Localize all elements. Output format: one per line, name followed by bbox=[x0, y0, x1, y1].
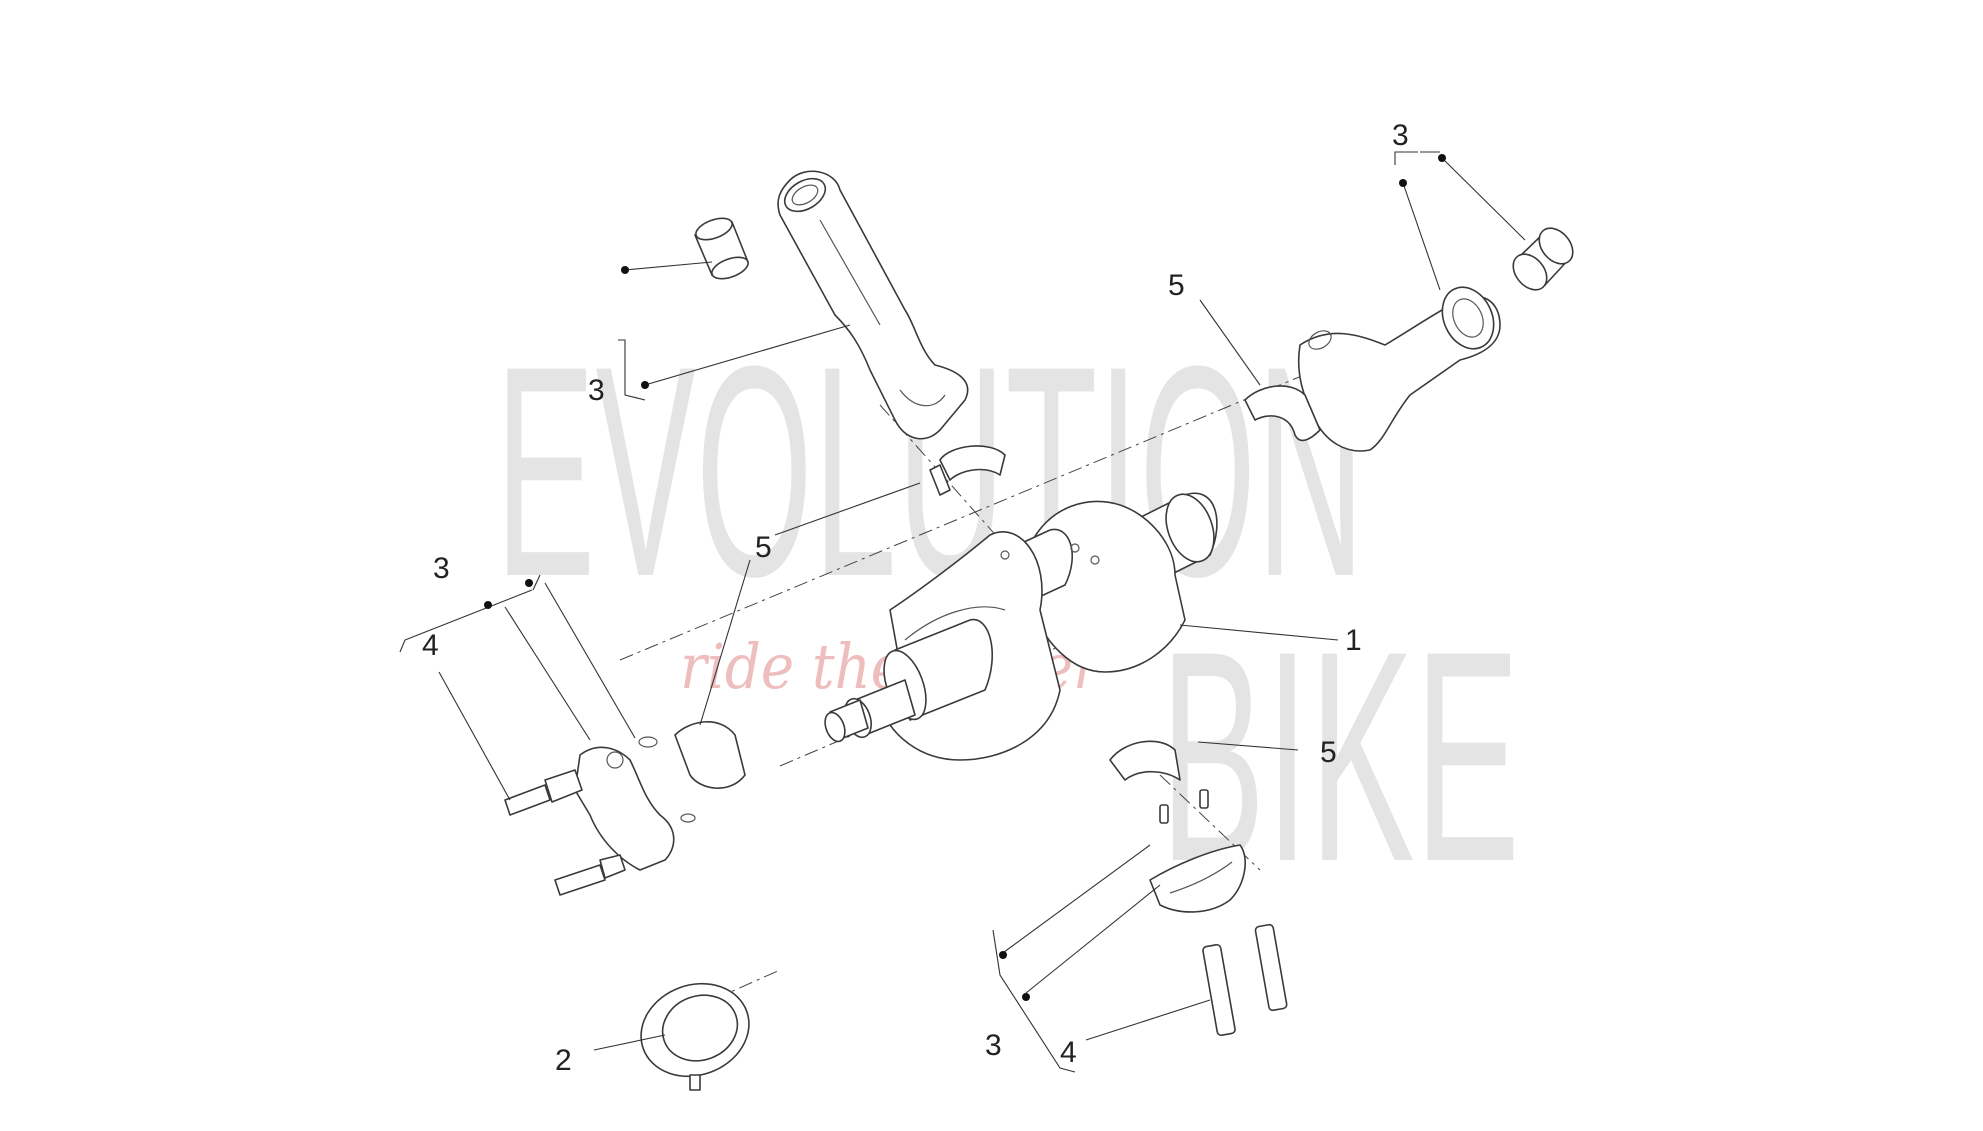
leader-dots bbox=[484, 154, 1446, 1001]
crankshaft bbox=[824, 492, 1218, 761]
small-end-bushes bbox=[694, 217, 1574, 291]
callout-part-2: 2 bbox=[555, 1044, 572, 1077]
callout-part-3-bottom: 3 bbox=[985, 1029, 1002, 1062]
callout-part-4-bottom: 4 bbox=[1060, 1036, 1077, 1069]
callout-part-3-top-left: 3 bbox=[588, 374, 605, 407]
callout-part-3-top-right: 3 bbox=[1392, 119, 1409, 152]
thrust-washer bbox=[640, 982, 750, 1091]
rod-cap-left bbox=[574, 736, 696, 871]
bearing-shells bbox=[674, 385, 1321, 789]
callout-part-1: 1 bbox=[1345, 624, 1362, 657]
callout-part-3-left: 3 bbox=[433, 552, 450, 585]
callout-part-4-left: 4 bbox=[422, 629, 439, 662]
rod-cap-right bbox=[1149, 789, 1246, 913]
rod-bolts bbox=[504, 769, 1288, 1037]
callout-part-5-top: 5 bbox=[1168, 269, 1185, 302]
callout-part-5-right: 5 bbox=[1320, 736, 1337, 769]
callout-numbers: 1 2 3 3 3 3 4 4 5 5 5 bbox=[422, 119, 1409, 1077]
callout-part-5-left: 5 bbox=[755, 531, 772, 564]
connecting-rod-left bbox=[777, 170, 969, 440]
